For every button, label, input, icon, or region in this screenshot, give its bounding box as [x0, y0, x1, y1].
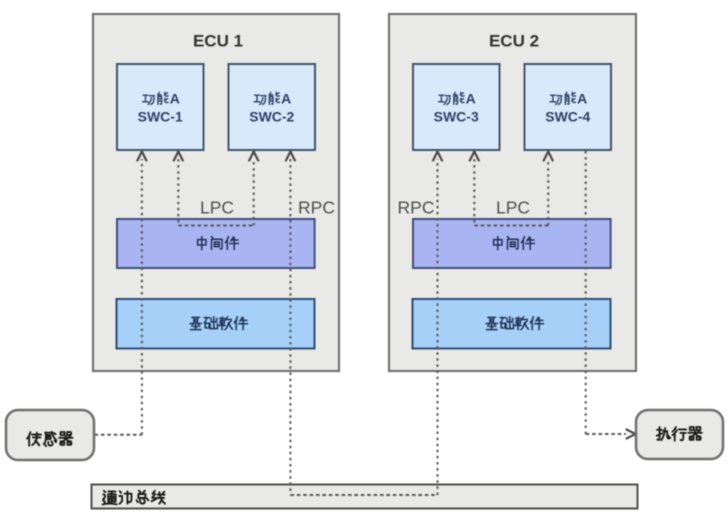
svg-text:A: A	[577, 91, 587, 107]
svg-text:RPC: RPC	[298, 198, 335, 218]
svg-text:RPC: RPC	[398, 198, 435, 218]
svg-text:SWC-1: SWC-1	[138, 109, 183, 125]
svg-text:A: A	[281, 91, 291, 107]
svg-text:SWC-3: SWC-3	[434, 109, 479, 125]
svg-text:A: A	[170, 91, 180, 107]
svg-text:SWC-4: SWC-4	[545, 109, 590, 125]
svg-text:ECU 1: ECU 1	[193, 32, 243, 51]
svg-text:ECU 2: ECU 2	[489, 32, 539, 51]
svg-text:SWC-2: SWC-2	[249, 109, 294, 125]
svg-text:LPC: LPC	[496, 198, 530, 218]
svg-text:LPC: LPC	[200, 198, 234, 218]
svg-text:A: A	[466, 91, 476, 107]
